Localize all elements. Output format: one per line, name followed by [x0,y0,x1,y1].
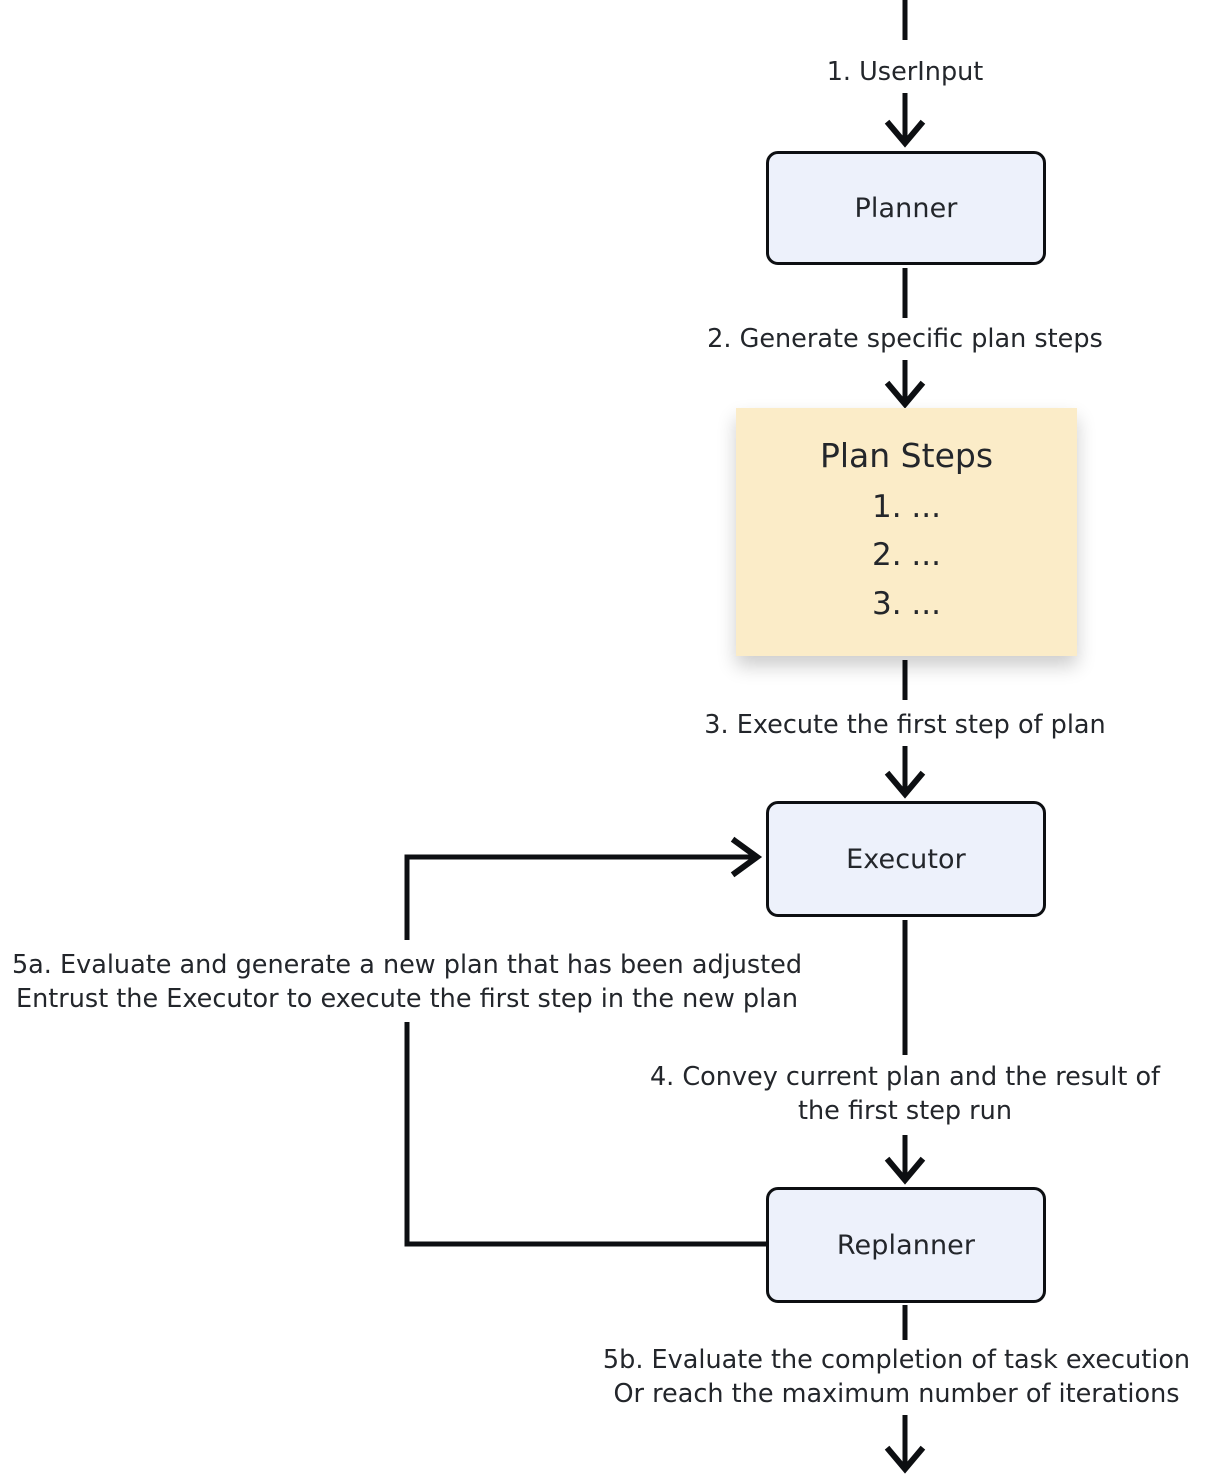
edge-5b-arrowhead [884,1445,926,1474]
edge-3-arrowhead [884,770,926,799]
edge-1-arrowhead [884,119,926,148]
node-replanner[interactable]: Replanner [766,1187,1046,1303]
node-planner-label: Planner [854,192,958,224]
edge-5a-path-upper [404,854,752,940]
node-plan-steps-title: Plan Steps [819,436,994,476]
node-planner[interactable]: Planner [766,151,1046,265]
edge-5a-path-lower [404,1022,766,1247]
edge-2-arrowhead [884,380,926,409]
edge-5a-arrowhead [730,836,763,878]
node-plan-steps-item-1: 1. ... [872,489,941,526]
edge-4-arrowhead [884,1156,926,1185]
edge-label-1: 1. UserInput [826,57,984,87]
node-plan-steps-item-2: 2. ... [872,537,941,574]
node-plan-steps-item-3: 3. ... [872,585,941,622]
edge-label-3: 3. Execute the first step of plan [704,710,1106,740]
edge-label-2: 2. Generate specific plan steps [707,324,1103,354]
node-executor[interactable]: Executor [766,801,1046,917]
node-executor-label: Executor [846,843,966,875]
edge-label-5b: 5b. Evaluate the completion of task exec… [602,1345,1191,1410]
edge-label-4: 4. Convey current plan and the result of… [649,1062,1161,1127]
edge-label-5a: 5a. Evaluate and generate a new plan tha… [11,950,803,1015]
node-plan-steps[interactable]: Plan Steps 1. ... 2. ... 3. ... [736,408,1077,656]
node-replanner-label: Replanner [836,1229,976,1261]
